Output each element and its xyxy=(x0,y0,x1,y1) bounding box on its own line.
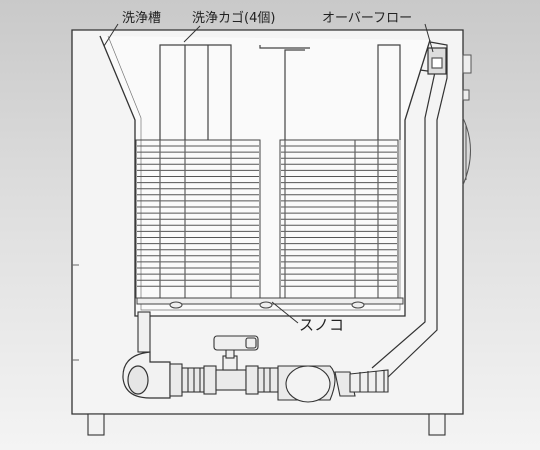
leader-wash-tank xyxy=(103,23,119,47)
sunoko-tray xyxy=(136,297,404,309)
leader-sunoko xyxy=(271,301,299,324)
basket-posts xyxy=(159,140,379,300)
drain-fittings xyxy=(169,363,279,397)
label-overflow: オーバーフロー xyxy=(322,11,412,26)
leader-wash-basket xyxy=(183,25,201,43)
drain-pipe-vertical xyxy=(137,311,151,353)
wash-tank-inner-wall xyxy=(107,35,401,311)
left-side-marks xyxy=(72,264,79,361)
callout-leaders xyxy=(103,23,434,324)
overflow-joint xyxy=(277,365,356,403)
wash-tank-inner xyxy=(99,35,431,317)
label-wash-basket: 洗浄カゴ(4個) xyxy=(192,10,275,26)
hose-barb xyxy=(349,369,389,393)
drain-valve-handle xyxy=(213,335,259,371)
drain-elbow xyxy=(122,351,171,399)
leader-overflow xyxy=(424,23,434,53)
label-sunoko: スノコ xyxy=(299,316,344,334)
basket-rungs xyxy=(137,145,397,287)
right-side-fittings xyxy=(462,54,472,186)
feet xyxy=(87,413,446,436)
overflow-channel xyxy=(371,41,448,381)
label-wash-tank: 洗浄槽 xyxy=(122,11,161,26)
